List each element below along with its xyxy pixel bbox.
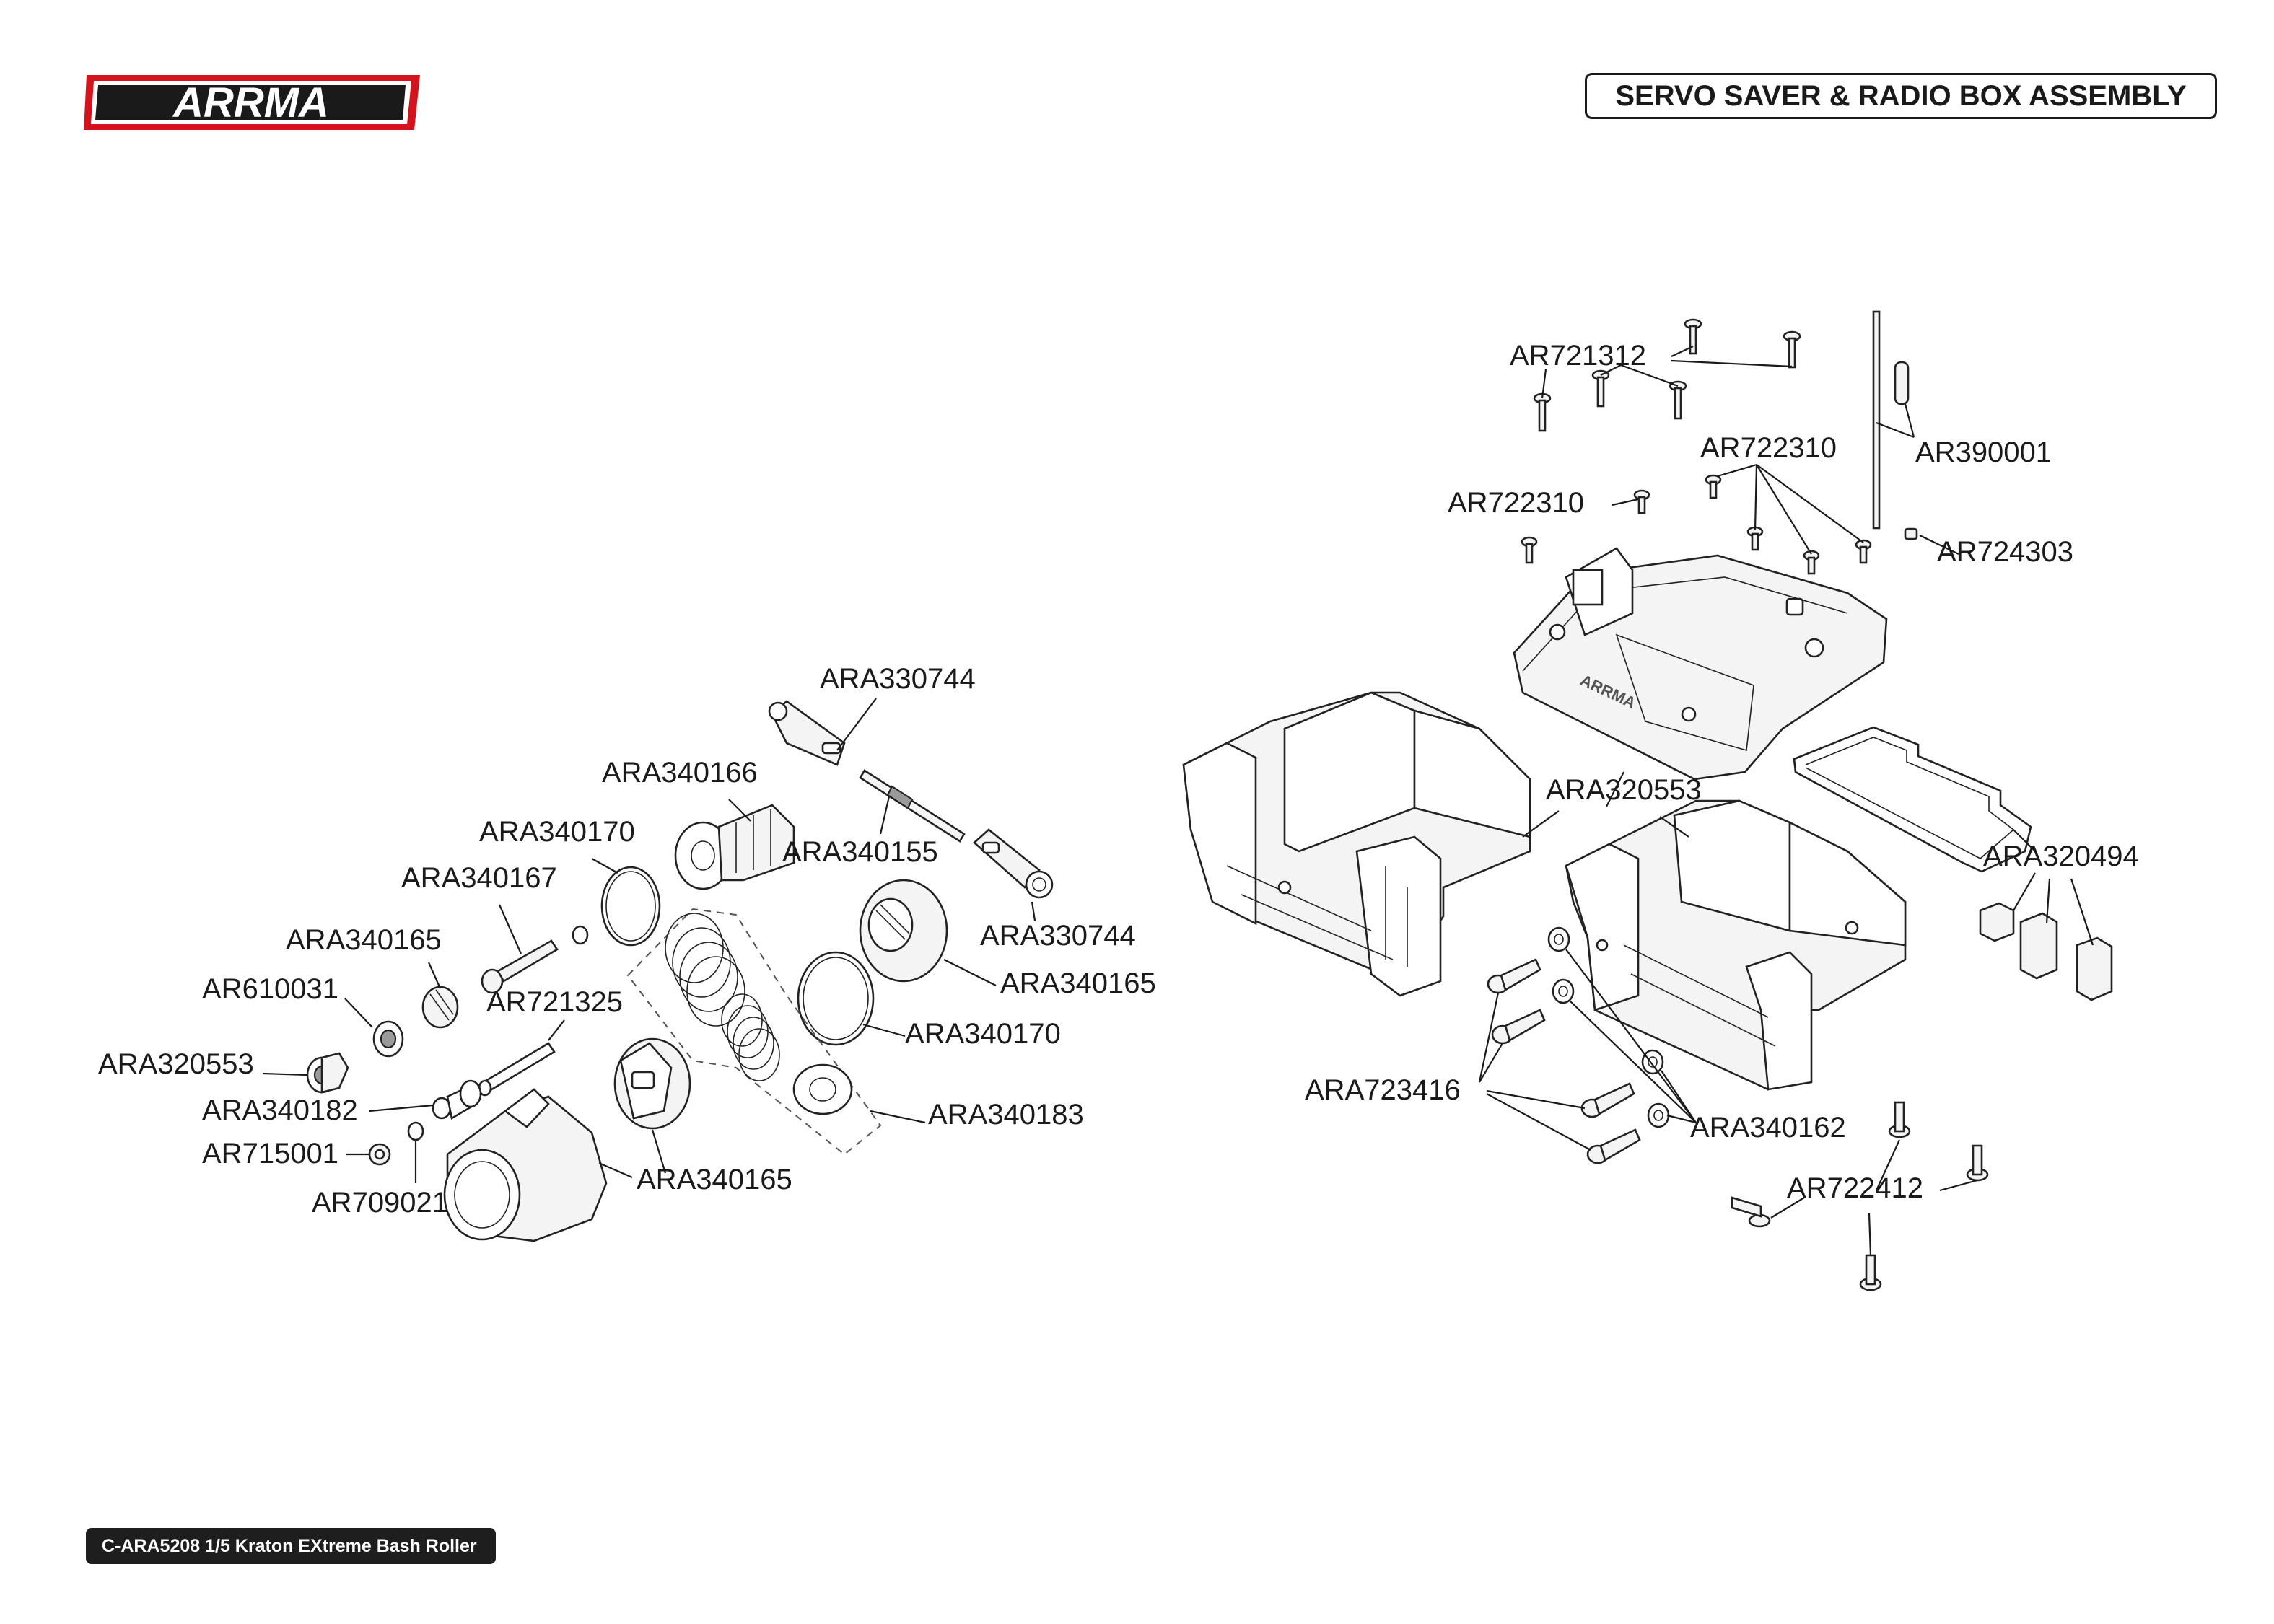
post-ara340182 [432, 1079, 482, 1120]
screw-ara723416-3 [1580, 1082, 1635, 1118]
label-ara340182: ARA340182 [202, 1094, 358, 1126]
footer-model-code: C-ARA5208 1/5 Kraton EXtreme Bash Roller [86, 1528, 496, 1564]
leader-lines [262, 346, 2094, 1256]
servo-saver-housing [443, 1088, 608, 1242]
logo-text: ARRMA [172, 79, 329, 126]
washer-ara340162-4 [1647, 1102, 1670, 1128]
nut-ar715001 [368, 1143, 391, 1166]
label-ara330744-top: ARA330744 [820, 663, 976, 695]
screw-ara723416-1 [1487, 958, 1541, 994]
radio-box-group: ARRMA [1182, 310, 2113, 1291]
screw-ara340167 [481, 925, 589, 994]
antenna-cap [1894, 361, 1910, 405]
bearing [372, 1020, 404, 1058]
washer-ar709021 [407, 1121, 424, 1141]
screw-ar722412-3 [1731, 1196, 1771, 1228]
label-ara723416: ARA723416 [1305, 1074, 1461, 1106]
label-ara340165-left: ARA340165 [286, 924, 442, 956]
servo-saver-group [306, 700, 1054, 1242]
screw-ar721312-5 [1669, 380, 1687, 420]
screw-ar722310-6 [1521, 536, 1538, 564]
radio-box-right [1565, 799, 1907, 1091]
foam-pad-3 [2076, 936, 2113, 1001]
grub-screw [1904, 527, 1918, 540]
servo-saver-cup [613, 1037, 691, 1130]
servo-saver-gear [859, 879, 948, 983]
part-labels: AR721312 AR390001 AR722310 AR722310 AR72… [98, 340, 2139, 1219]
spring-washer [792, 1063, 853, 1115]
screw-ar721312-1 [1684, 318, 1702, 355]
screw-ar722310-1 [1705, 474, 1722, 499]
screw-ar722412-4 [1859, 1254, 1882, 1291]
foam-pad-2 [2019, 912, 2058, 980]
radio-box-left [1182, 691, 1531, 997]
arrma-logo: ARRMA [84, 75, 420, 130]
o-ring-2 [797, 951, 875, 1046]
screw-ar722412-2 [1966, 1144, 1989, 1182]
label-ara340165-bottom: ARA340165 [637, 1164, 792, 1195]
label-ar721325: AR721325 [486, 986, 623, 1018]
label-ar722310-upper: AR722310 [1700, 432, 1837, 464]
splined-hub [674, 804, 795, 890]
washer-ara340162-3 [1641, 1049, 1664, 1075]
rod-end-bottom [973, 828, 1054, 899]
label-ara340170-right: ARA340170 [905, 1018, 1061, 1050]
screw-ar722412-1 [1888, 1101, 1911, 1138]
radio-box-lid: ARRMA [1513, 547, 1888, 781]
spring-set [626, 908, 882, 1156]
screw-ara723416-4 [1586, 1128, 1641, 1164]
adjuster-nut [421, 986, 459, 1029]
label-ara320553-left: ARA320553 [98, 1048, 254, 1080]
label-ara340167: ARA340167 [401, 862, 557, 894]
spring-small [721, 993, 780, 1081]
label-ar722412: AR722412 [1787, 1172, 1923, 1204]
label-ara340165-right: ARA340165 [1000, 967, 1156, 999]
screw-ar722310-3 [1803, 550, 1820, 575]
label-ar709021: AR709021 [312, 1187, 448, 1219]
screw-ar722310-5 [1633, 489, 1650, 514]
label-ara340155: ARA340155 [782, 836, 938, 868]
spring-large [665, 913, 745, 1027]
turnbuckle [859, 769, 966, 843]
screw-ar722310-2 [1746, 526, 1764, 551]
bushing [306, 1052, 349, 1094]
screw-ar721312-2 [1783, 330, 1801, 369]
screw-ara723416-2 [1491, 1009, 1546, 1045]
rod-end-top [768, 700, 846, 766]
label-ara340162: ARA340162 [1690, 1112, 1846, 1144]
label-ar722310-left: AR722310 [1448, 487, 1584, 519]
pin-ar721325 [478, 1042, 556, 1097]
o-ring-1 [600, 866, 661, 947]
label-ara320494: ARA320494 [1983, 840, 2139, 872]
screw-ar721312-4 [1533, 392, 1552, 432]
label-ara340166: ARA340166 [602, 757, 758, 789]
label-ar610031: AR610031 [202, 973, 338, 1005]
foam-pad-1 [1979, 902, 2015, 942]
label-ara320553-right: ARA320553 [1546, 774, 1702, 806]
antenna-rod [1872, 310, 1881, 530]
label-ara330744-bottom: ARA330744 [980, 920, 1136, 952]
screw-ar721312-3 [1591, 369, 1610, 408]
screw-ar722310-4 [1855, 539, 1872, 564]
label-ar390001: AR390001 [1915, 436, 2052, 468]
label-ara340183: ARA340183 [928, 1099, 1084, 1131]
label-ar721312: AR721312 [1510, 340, 1646, 372]
label-ar724303: AR724303 [1937, 536, 2073, 568]
washer-ara340162-1 [1547, 926, 1570, 952]
page-title: SERVO SAVER & RADIO BOX ASSEMBLY [1585, 73, 2217, 119]
label-ara340170-left: ARA340170 [479, 816, 635, 848]
radio-box-gasket [1793, 726, 2032, 873]
label-ar715001: AR715001 [202, 1138, 338, 1169]
washer-ara340162-2 [1552, 978, 1575, 1004]
